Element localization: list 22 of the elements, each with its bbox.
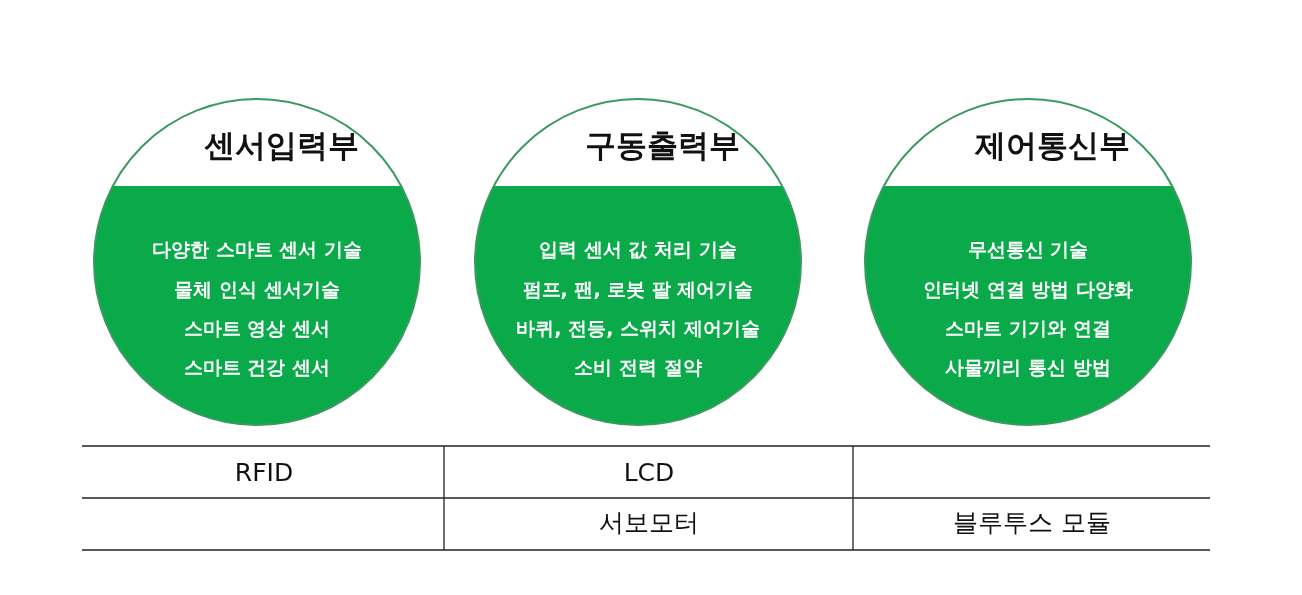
component-name: 블루투스 모듈	[952, 507, 1112, 539]
feature-text: 스마트 기기와 연결	[944, 315, 1112, 341]
feature-text: 스마트 건강 센서	[182, 354, 332, 380]
feature-text: 바퀴, 전등, 스위치 제어기술	[515, 315, 761, 341]
component-name: LCD	[622, 458, 676, 487]
circle-heading: 제어통신부	[973, 126, 1131, 166]
feature-text: 인터넷 연결 방법 다양화	[922, 276, 1134, 302]
circle-heading: 센서입력부	[202, 126, 360, 166]
feature-text: 무선통신 기술	[966, 236, 1090, 262]
feature-text: 입력 센서 값 처리 기술	[538, 236, 738, 262]
category-circle	[474, 98, 802, 426]
component-name: RFID	[233, 458, 295, 487]
feature-text: 스마트 영상 센서	[182, 315, 332, 341]
feature-text: 다양한 스마트 센서 기술	[151, 236, 363, 262]
feature-text: 사물끼리 통신 방법	[944, 354, 1112, 380]
category-circle	[864, 98, 1192, 426]
category-circle	[93, 98, 421, 426]
feature-text: 펌프, 팬, 로봇 팔 제어기술	[521, 276, 755, 302]
circle-heading: 구동출력부	[583, 126, 741, 166]
feature-text: 소비 전력 절약	[573, 354, 703, 380]
component-name: 서보모터	[598, 507, 700, 539]
feature-text: 물체 인식 센서기술	[173, 276, 341, 302]
